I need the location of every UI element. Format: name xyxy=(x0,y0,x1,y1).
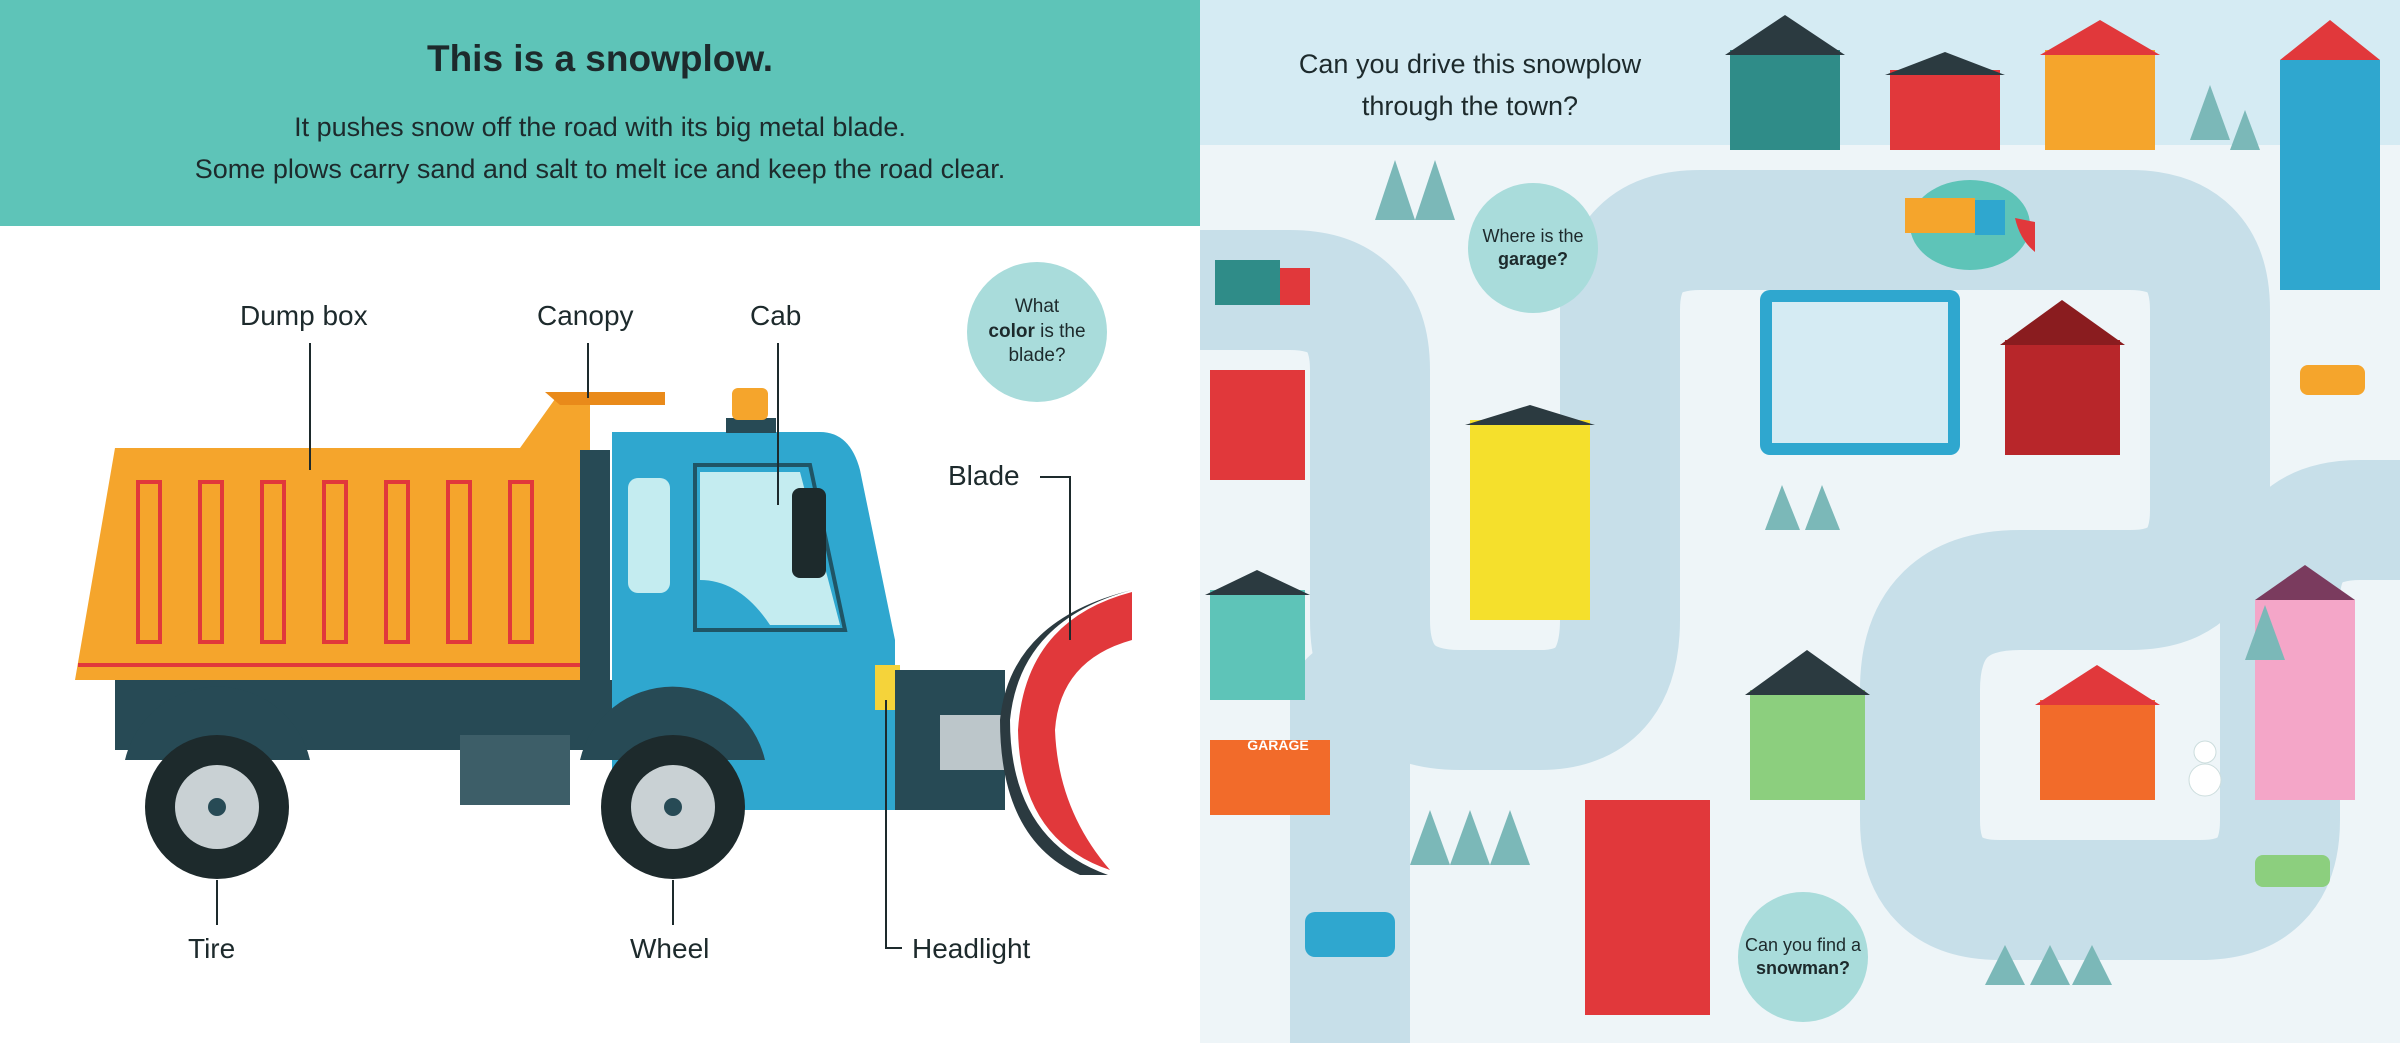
label-wheel: Wheel xyxy=(630,933,710,964)
canopy xyxy=(545,392,665,405)
map-question: Can you drive this snowplow through the … xyxy=(1298,49,1642,121)
label-cab: Cab xyxy=(750,300,802,331)
houses xyxy=(1205,15,2380,1015)
garage-sign: GARAGE xyxy=(1247,737,1309,753)
wheel xyxy=(580,686,765,879)
label-tire: Tire xyxy=(188,933,236,964)
snowplow-illustration xyxy=(75,343,1132,949)
page-title: This is a snowplow. xyxy=(426,38,774,79)
label-dump-box: Dump box xyxy=(240,300,368,331)
left-page: This is a snowplow. It pushes snow off t… xyxy=(0,0,1200,964)
dump-box xyxy=(75,392,665,680)
van xyxy=(1305,912,1395,957)
car-yellow xyxy=(2300,365,2365,395)
tire xyxy=(125,686,310,879)
label-blade: Blade xyxy=(948,460,1020,491)
label-headlight: Headlight xyxy=(912,933,1031,964)
header-panel xyxy=(0,0,1200,226)
blade xyxy=(1018,592,1132,870)
map-snowplow xyxy=(1905,180,2035,270)
trees xyxy=(1375,85,2285,985)
description-line-1: It pushes snow off the road with its big… xyxy=(294,112,906,142)
label-canopy: Canopy xyxy=(537,300,634,331)
truck xyxy=(1215,260,1280,305)
road xyxy=(1200,170,2400,1043)
car-green xyxy=(2255,855,2330,887)
town-map xyxy=(1200,0,2400,1043)
snowman xyxy=(2188,740,2222,797)
description-line-2: Some plows carry sand and salt to melt i… xyxy=(194,154,1006,184)
